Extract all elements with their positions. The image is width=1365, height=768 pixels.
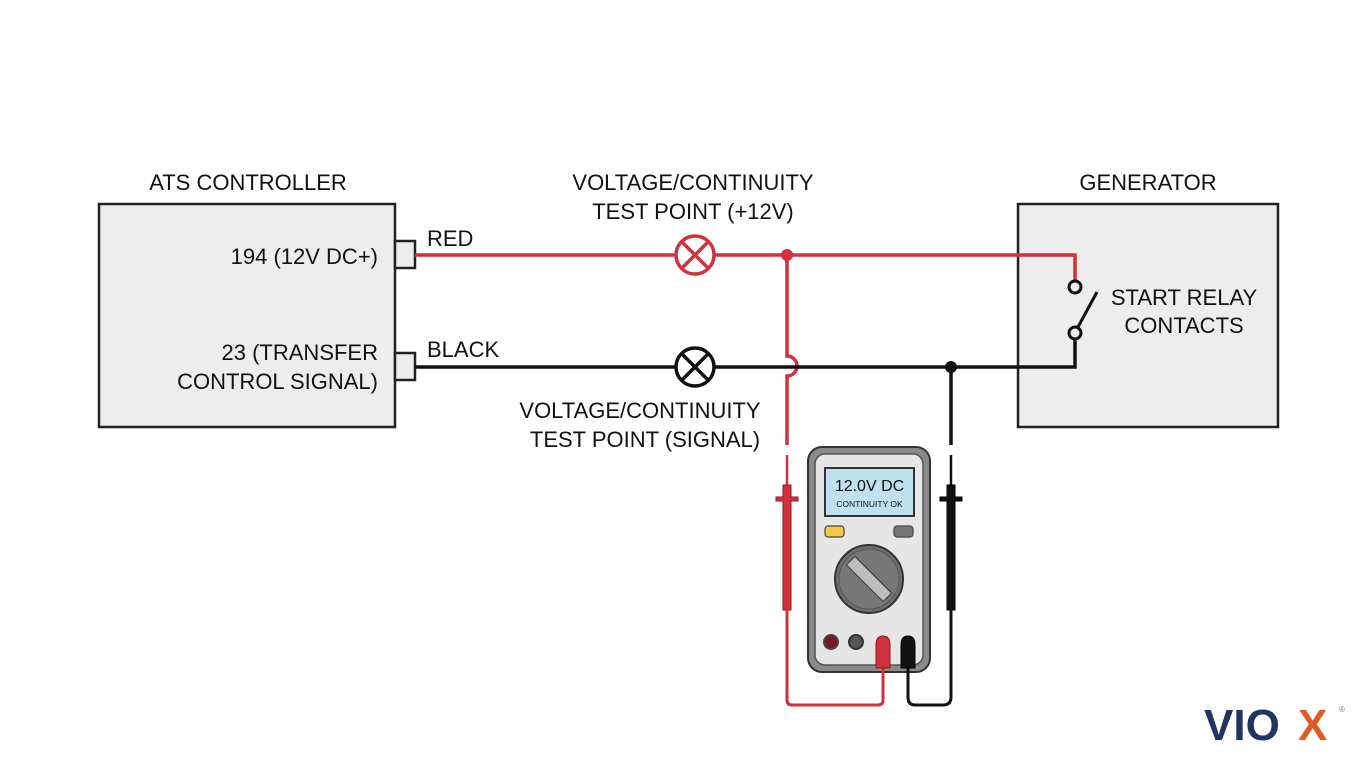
registered-mark: ® (1339, 705, 1345, 714)
generator-title: GENERATOR (1079, 170, 1216, 195)
logo-text-accent: X (1298, 701, 1327, 750)
test-point-signal-label-line2: TEST POINT (SIGNAL) (530, 427, 760, 452)
red-probe[interactable] (775, 455, 891, 707)
generator-box (1016, 202, 1280, 429)
black-probe-plug (900, 635, 916, 669)
viox-logo: VIO X ® (1204, 701, 1345, 750)
ats-controller-box (97, 202, 397, 429)
red-junction-dot (781, 249, 793, 261)
red-probe-plug (875, 635, 891, 669)
terminal-23[interactable] (393, 351, 417, 382)
ats-controller-title: ATS CONTROLLER (149, 170, 347, 195)
relay-switch-icon[interactable] (1067, 279, 1099, 341)
black-junction-dot (945, 361, 957, 373)
black-probe[interactable] (900, 455, 963, 707)
black-wire-label: BLACK (427, 337, 499, 362)
hold-button[interactable] (824, 525, 845, 538)
red-probe-lead-upper (785, 255, 799, 445)
multimeter-status: CONTINUITY OK (836, 499, 903, 509)
jack-ma[interactable] (823, 634, 839, 650)
multimeter-display (824, 467, 915, 517)
test-point-12v-icon[interactable] (674, 234, 716, 276)
terminal-23-label-line1: 23 (TRANSFER (222, 340, 378, 365)
test-point-12v-label-line2: TEST POINT (+12V) (592, 199, 794, 224)
multimeter-reading: 12.0V DC (835, 478, 904, 495)
black-wire (415, 338, 1077, 445)
jack-com[interactable] (848, 634, 864, 650)
terminal-194-label: 194 (12V DC+) (231, 244, 378, 269)
test-point-signal-icon[interactable] (674, 346, 716, 388)
multimeter[interactable]: 12.0V DC CONTINUITY OK (807, 446, 931, 673)
test-point-signal-label-line1: VOLTAGE/CONTINUITY (519, 398, 761, 423)
rotary-dial[interactable] (834, 544, 904, 614)
relay-label-line1: START RELAY (1111, 285, 1258, 310)
logo-text-main: VIO (1204, 701, 1280, 750)
relay-label-line2: CONTACTS (1124, 313, 1243, 338)
terminal-23-label-line2: CONTROL SIGNAL) (177, 369, 378, 394)
mode-button[interactable] (893, 525, 914, 538)
red-wire-label: RED (427, 226, 473, 251)
terminal-194[interactable] (393, 239, 417, 270)
test-point-12v-label-line1: VOLTAGE/CONTINUITY (572, 170, 814, 195)
